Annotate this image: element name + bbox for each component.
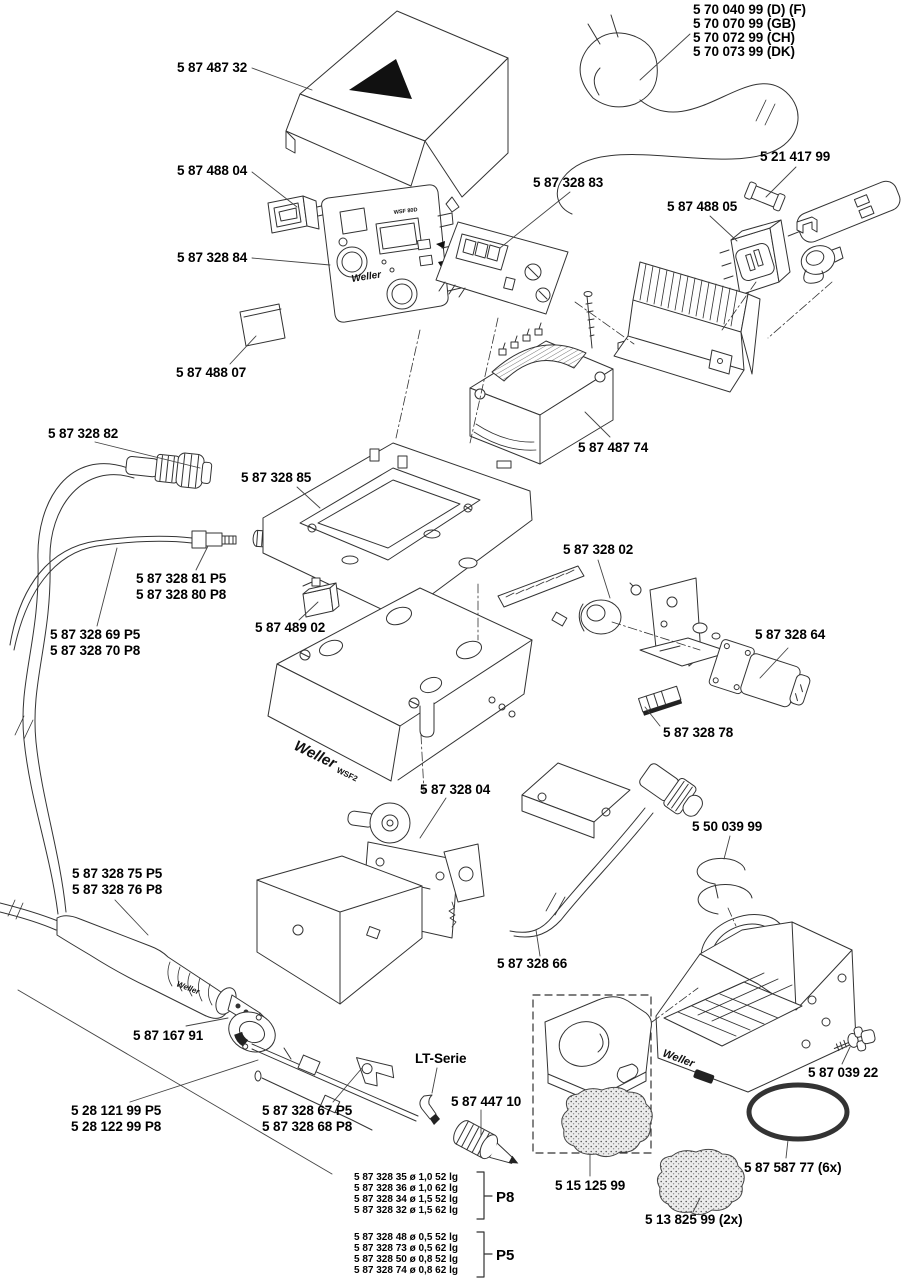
transformer-drawing [469, 322, 614, 469]
holder-base-drawing [655, 921, 857, 1093]
heatsink-pcb-drawing [613, 261, 761, 393]
feeder-drawing [256, 802, 485, 1005]
wing-screw-drawing [833, 1026, 876, 1052]
part-label-guide: 5 87 328 78 [663, 725, 734, 740]
tip-row-p8-4: 5 87 328 32 ø 1,5 62 lg [354, 1205, 458, 1216]
iron-cable-drawing [509, 763, 703, 938]
tip-group-p8: P8 [496, 1189, 515, 1206]
part-label-barrel-p5: 5 28 121 99 P5 [71, 1103, 162, 1118]
rail-drawing [521, 762, 631, 839]
part-label-barrel-p8: 5 28 122 99 P8 [71, 1119, 162, 1134]
part-label-power-entry: 5 87 488 05 [667, 199, 738, 214]
assembly-axis-lines [395, 281, 833, 1023]
din-socket-drawing [800, 245, 844, 284]
tip-row-p8-3: 5 87 328 34 ø 1,5 52 lg [354, 1194, 458, 1205]
part-label-cover: 5 87 487 32 [177, 60, 248, 75]
part-label-tube-p8: 5 87 328 70 P8 [50, 643, 141, 658]
part-label-screw: 5 87 039 22 [808, 1065, 879, 1080]
part-label-knob: 5 87 328 02 [563, 542, 634, 557]
iron-drawing [0, 899, 269, 1027]
part-label-cord-ch: 5 70 072 99 (CH) [693, 30, 795, 45]
tip-row-p8-1: 5 87 328 35 ø 1,0 52 lg [354, 1172, 458, 1183]
tip-row-p8-2: 5 87 328 36 ø 1,0 62 lg [354, 1183, 458, 1194]
dry-cleaner-drawing [544, 996, 652, 1106]
power-entry-drawing [719, 219, 791, 296]
part-label-funnel-clip: 5 50 039 99 [692, 819, 763, 834]
feed-tube-drawing [9, 530, 237, 651]
part-label-rocker: 5 87 488 04 [177, 163, 248, 178]
part-label-motor: 5 87 328 64 [755, 627, 826, 642]
p8-bracket [476, 1171, 493, 1220]
part-label-plate: 5 87 488 07 [176, 365, 247, 380]
part-label-transformer: 5 87 487 74 [578, 440, 649, 455]
part-label-o-ring: 5 87 587 77 (6x) [744, 1160, 842, 1175]
part-label-lt-serie: LT-Serie [415, 1051, 467, 1066]
part-label-iron-p8: 5 87 328 76 P8 [72, 882, 163, 897]
part-label-cord-d-f: 5 70 040 99 (D) (F) [693, 2, 806, 17]
part-label-cord-gb: 5 70 070 99 (GB) [693, 16, 796, 31]
leader-lines [17, 33, 851, 1213]
panel-weller-logo: Weller [351, 269, 383, 285]
part-label-fork-p5: 5 87 328 67 P5 [262, 1103, 353, 1118]
part-label-microswitch: 5 87 489 02 [255, 620, 326, 635]
mid-cover-drawing [267, 587, 533, 782]
cover-model-text: WSF2 [335, 766, 359, 784]
display-pcb-drawing [435, 221, 595, 349]
cover-drawing [285, 10, 509, 213]
metal-wool-drawing [656, 1148, 745, 1216]
dry-cleaner-box [532, 994, 652, 1154]
power-cord-drawing [556, 14, 799, 215]
tip-group-p5: P5 [496, 1247, 515, 1264]
guide-drawing [638, 685, 683, 716]
part-label-chassis: 5 87 328 85 [241, 470, 312, 485]
part-label-metal-wool: 5 13 825 99 (2x) [645, 1212, 743, 1227]
tip-row-p5-1: 5 87 328 48 ø 0,5 52 lg [354, 1232, 458, 1243]
part-label-display-pcb: 5 87 328 83 [533, 175, 604, 190]
strain-relief-drawing [787, 180, 901, 243]
part-label-iron-p5: 5 87 328 75 P5 [72, 866, 163, 881]
part-label-knurled-nut: 5 87 447 10 [451, 1094, 522, 1109]
funnel-clip-drawing [696, 857, 753, 915]
part-label-fuse: 5 21 417 99 [760, 149, 831, 164]
bracket-drawing [639, 577, 731, 667]
part-label-iron-cable: 5 87 328 66 [497, 956, 568, 971]
lt-tip-drawing [419, 1094, 440, 1125]
p5-bracket [476, 1231, 493, 1278]
part-label-dry-cleaner: 5 15 125 99 [555, 1178, 626, 1193]
part-label-tube-p5: 5 87 328 69 P5 [50, 627, 141, 642]
front-panel-drawing [321, 184, 462, 323]
plate-drawing [239, 303, 286, 347]
tip-row-p5-2: 5 87 328 73 ø 0,5 62 lg [354, 1243, 458, 1254]
tip-row-p5-3: 5 87 328 50 ø 0,8 52 lg [354, 1254, 458, 1265]
part-label-feeder: 5 87 328 04 [420, 782, 491, 797]
panel-model-text: WSF 80D [394, 207, 418, 216]
connector-cable-drawing [14, 452, 213, 915]
part-label-fork-p8: 5 87 328 68 P8 [262, 1119, 353, 1134]
motor-drawing [708, 639, 811, 708]
ring-nut-drawing [228, 1011, 276, 1053]
knob-drawing [551, 582, 642, 635]
part-label-nipple-p5: 5 87 328 81 P5 [136, 571, 227, 586]
part-label-conn-cable: 5 87 328 82 [48, 426, 119, 441]
part-label-cord-dk: 5 70 073 99 (DK) [693, 44, 795, 59]
part-label-nipple-p8: 5 87 328 80 P8 [136, 587, 227, 602]
knurled-nut-drawing [453, 1120, 519, 1164]
part-label-panel: 5 87 328 84 [177, 250, 248, 265]
part-label-ring-nut: 5 87 167 91 [133, 1028, 204, 1043]
rocker-switch-drawing [267, 195, 332, 234]
bracket-clip-icon [796, 216, 818, 234]
o-ring-drawing [746, 1082, 850, 1142]
chassis-drawing [262, 442, 585, 621]
tip-row-p5-4: 5 87 328 74 ø 0,8 62 lg [354, 1265, 458, 1276]
fuse-drawing [744, 181, 786, 212]
metal-wool-drawing [561, 1086, 653, 1158]
